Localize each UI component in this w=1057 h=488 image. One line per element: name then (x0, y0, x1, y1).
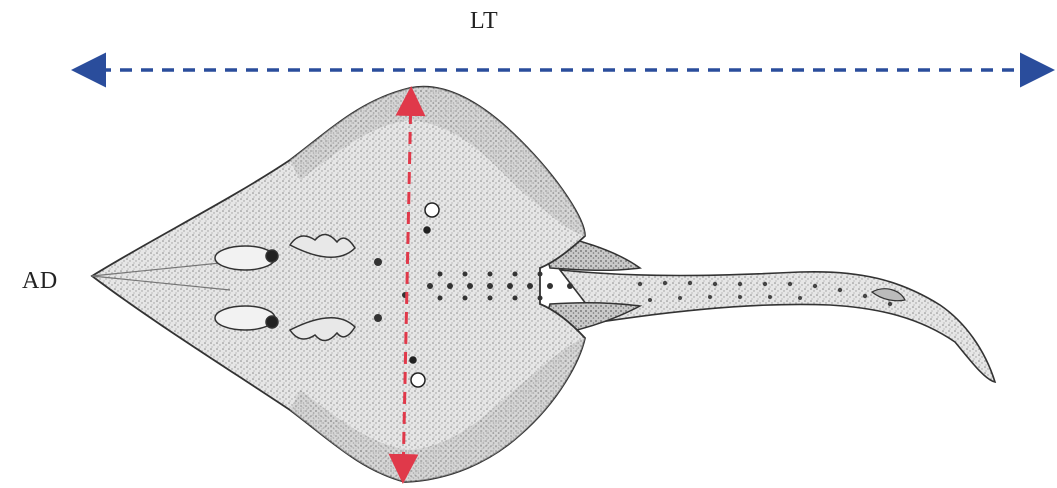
skate-tail (560, 270, 995, 382)
skate-illustration (92, 87, 995, 482)
